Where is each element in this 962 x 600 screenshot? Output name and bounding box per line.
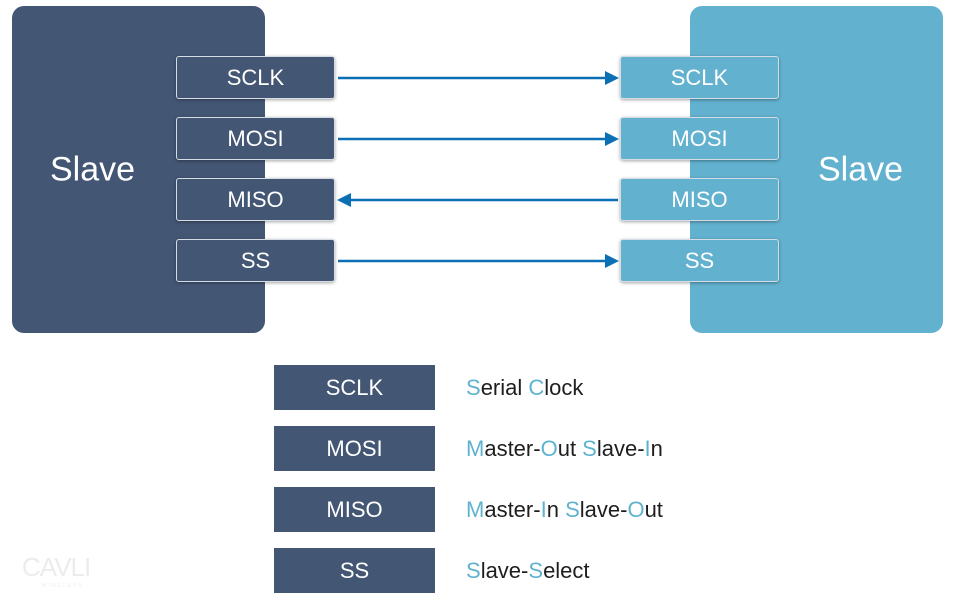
legend-text-part: n [650, 436, 663, 461]
legend-description: Slave-Select [466, 548, 590, 593]
legend-description: Master-Out Slave-In [466, 426, 663, 471]
legend-description: Master-In Slave-Out [466, 487, 663, 532]
legend-text-part: erial [480, 375, 529, 400]
legend-text-part: M [466, 497, 485, 522]
arrowhead-icon [337, 193, 351, 207]
left-device-label: Slave [50, 150, 136, 188]
legend-text-part: aster- [484, 497, 541, 522]
legend-box-ss: SS [274, 548, 435, 593]
arrowhead-icon [605, 132, 619, 146]
legend-text-part: O [627, 497, 645, 522]
left-pin-ss: SS [176, 239, 335, 282]
legend-text-part: S [565, 497, 580, 522]
legend-text-part: lave- [480, 558, 529, 583]
right-device-label: Slave [818, 150, 904, 188]
right-pin-miso: MISO [620, 178, 779, 221]
left-pin-miso: MISO [176, 178, 335, 221]
legend-box-miso: MISO [274, 487, 435, 532]
legend-description: Serial Clock [466, 365, 583, 410]
arrowhead-icon [605, 71, 619, 85]
legend-text-part: n [546, 497, 566, 522]
legend-box-sclk: SCLK [274, 365, 435, 410]
legend-text-part: lave- [596, 436, 645, 461]
legend-text-part: I [540, 497, 547, 522]
left-pin-sclk: SCLK [176, 56, 335, 99]
legend-text-part: aster- [484, 436, 541, 461]
legend-text-part: S [466, 375, 481, 400]
legend-text-part: lock [544, 375, 584, 400]
legend-text-part: C [528, 375, 545, 400]
left-pin-mosi: MOSI [176, 117, 335, 160]
legend-text-part: ut [557, 436, 583, 461]
legend-text-part: ut [644, 497, 663, 522]
legend-text-part: M [466, 436, 485, 461]
legend-text-part: I [644, 436, 651, 461]
legend-text-part: S [582, 436, 597, 461]
legend-text-part: lave- [579, 497, 628, 522]
right-pin-mosi: MOSI [620, 117, 779, 160]
right-pin-sclk: SCLK [620, 56, 779, 99]
legend-text-part: O [540, 436, 558, 461]
legend-text-part: elect [543, 558, 590, 583]
legend-text-part: S [528, 558, 544, 583]
right-pin-ss: SS [620, 239, 779, 282]
arrowhead-icon [605, 254, 619, 268]
legend-text-part: S [466, 558, 481, 583]
legend-box-mosi: MOSI [274, 426, 435, 471]
